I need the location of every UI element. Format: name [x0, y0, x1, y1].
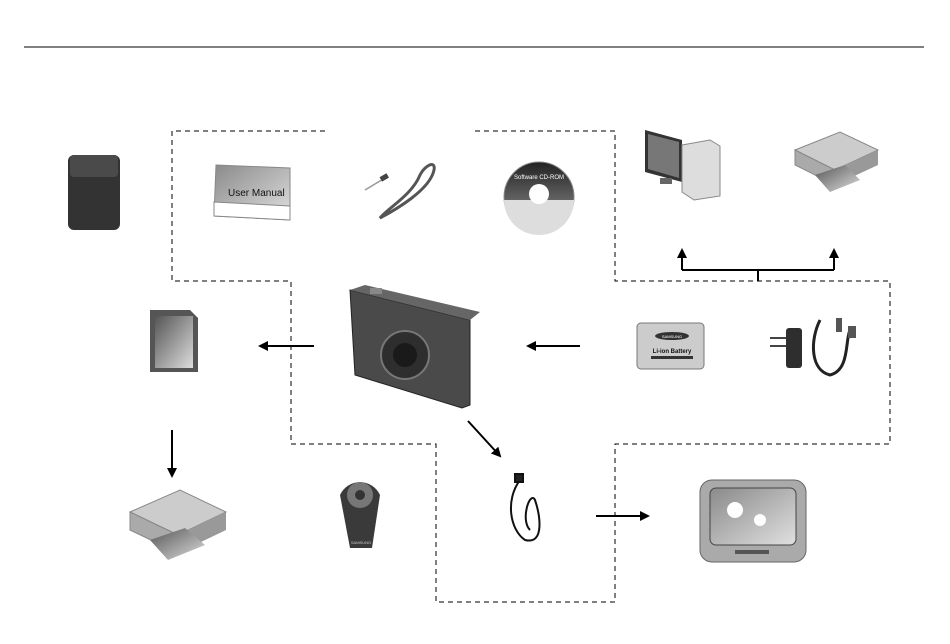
user-manual-image: User Manual	[214, 165, 290, 220]
battery-image: SAMSUNG Li-ion Battery	[637, 323, 704, 369]
camera-image	[350, 285, 480, 408]
wrist-strap-image	[365, 165, 434, 218]
television-image	[700, 480, 806, 562]
av-cable-image	[511, 474, 540, 541]
printer-image-bottom	[130, 490, 226, 560]
cd-label: Software CD-ROM	[514, 175, 564, 181]
computer-image	[645, 130, 720, 200]
remote-brand: SAMSUNG	[351, 540, 371, 545]
photo-printer-image-top	[795, 132, 878, 192]
arrow-camera-to-av-cable	[468, 421, 500, 456]
memory-card-image	[150, 310, 198, 372]
pc-printer-connection-arrows	[682, 250, 834, 281]
camera-case-image	[68, 155, 120, 230]
remote-control-image: SAMSUNG	[340, 482, 380, 548]
ac-adapter-usb-cable-image	[770, 318, 856, 375]
battery-label: Li-ion Battery	[653, 349, 692, 355]
software-cd-image: Software CD-ROM	[504, 162, 574, 235]
user-manual-label: User Manual	[228, 188, 285, 199]
battery-brand: SAMSUNG	[662, 334, 682, 339]
